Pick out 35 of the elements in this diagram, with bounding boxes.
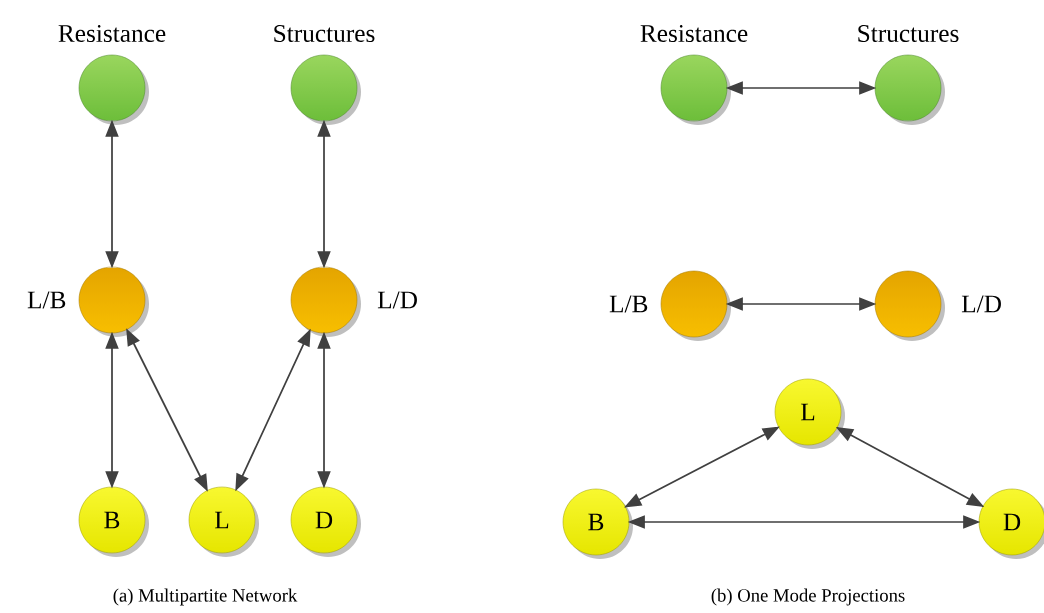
circle-node: B xyxy=(78,486,149,557)
circle-node: L/B xyxy=(27,266,149,337)
caption: (a) Multipartite Network xyxy=(113,588,298,606)
arrow xyxy=(317,332,331,488)
circle-node: Structures xyxy=(858,25,959,125)
circle-node: L xyxy=(188,486,259,557)
node-label: Structures xyxy=(858,25,959,43)
arrow xyxy=(624,426,780,508)
arrow xyxy=(726,81,876,95)
node-label: Structures xyxy=(274,25,375,43)
circle-node: B xyxy=(562,488,633,559)
circle-node: Resistance xyxy=(58,25,166,125)
node-label: L/D xyxy=(961,295,1001,313)
circle-node: L/B xyxy=(609,270,731,341)
node-label: Resistance xyxy=(58,25,166,43)
arrow xyxy=(726,297,876,311)
circle-node: D xyxy=(290,486,361,557)
circle-node: Resistance xyxy=(640,25,748,125)
arrow xyxy=(836,426,984,508)
arrow xyxy=(105,332,119,488)
circle-node: L xyxy=(774,378,845,449)
arrow xyxy=(628,515,980,529)
arrow xyxy=(126,328,208,492)
node-label: L/B xyxy=(609,295,648,313)
node-label: L/B xyxy=(27,291,66,309)
circle-node: L/D xyxy=(290,266,417,337)
circle-node: D xyxy=(978,488,1044,559)
arrow xyxy=(105,120,119,268)
node-label: L/D xyxy=(377,291,417,309)
node-label: Resistance xyxy=(640,25,748,43)
arrow xyxy=(317,120,331,268)
circle-node: Structures xyxy=(274,25,375,125)
arrow xyxy=(235,329,311,491)
circle-node: L/D xyxy=(874,270,1001,341)
caption: (b) One Mode Projections xyxy=(711,588,905,606)
